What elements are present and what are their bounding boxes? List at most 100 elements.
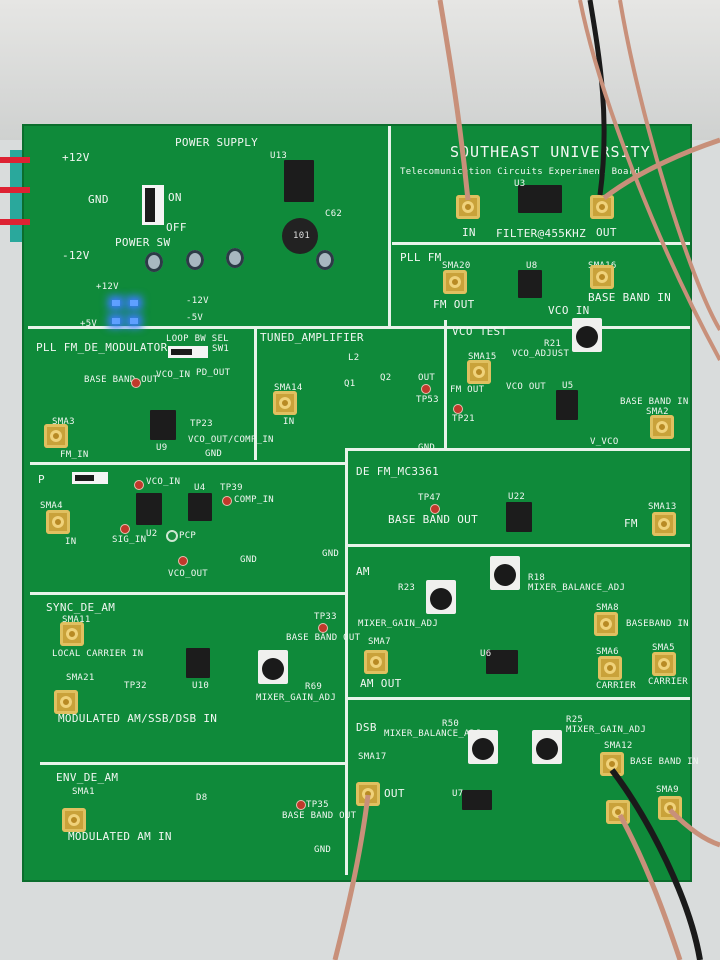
am-carrier-connector[interactable] — [598, 656, 622, 680]
divider — [348, 697, 690, 700]
fm-label: FM — [624, 517, 638, 530]
filter-out-connector[interactable] — [590, 195, 614, 219]
divider — [444, 320, 447, 450]
terminal-label: GND — [88, 193, 109, 206]
pot-label: R25 — [566, 715, 584, 725]
dsb-title: DSB — [356, 721, 377, 734]
test-point[interactable] — [120, 524, 130, 534]
test-point[interactable] — [430, 504, 440, 514]
de-fm-title: DE FM_MC3361 — [356, 465, 440, 478]
de-fm-in-connector[interactable] — [652, 512, 676, 536]
divider — [388, 126, 391, 326]
regulator-label: U13 — [270, 151, 288, 161]
cable — [618, 0, 720, 332]
vco-fm-out-connector[interactable] — [467, 360, 491, 384]
pll-demod-chip — [150, 410, 176, 440]
sync-de-am-title: SYNC_DE_AM — [46, 601, 116, 614]
sma-label: SMA1 — [72, 787, 95, 797]
vco-in-label: VCO_IN — [156, 370, 191, 380]
dsb-gain-knob[interactable] — [532, 730, 562, 764]
sma-label: SMA20 — [442, 261, 471, 271]
vco-in-label: VCO_IN — [146, 477, 181, 487]
test-point[interactable] — [178, 556, 188, 566]
modulated-in-connector[interactable] — [54, 690, 78, 714]
tp-label: TP32 — [124, 681, 147, 691]
sync-gain-knob[interactable] — [258, 650, 288, 684]
pd-out-label: PD_OUT — [196, 368, 231, 378]
loop-bw-switch[interactable] — [168, 346, 208, 358]
gain-label: MIXER_GAIN_ADJ — [566, 725, 647, 735]
test-point[interactable] — [296, 800, 306, 810]
divider — [40, 762, 345, 765]
capacitor — [316, 250, 334, 270]
switch-off-label: OFF — [166, 221, 187, 234]
cable — [587, 0, 607, 196]
vco-adjust-label: VCO_ADJUST — [512, 349, 570, 359]
inductor — [282, 218, 318, 254]
fm-in-connector[interactable] — [44, 424, 68, 448]
tp-label: TP35 — [306, 800, 329, 810]
am-out-connector[interactable] — [364, 650, 388, 674]
fm-out-label: FM OUT — [433, 298, 475, 311]
sma-label: SMA7 — [368, 637, 391, 647]
am-baseband-in-connector[interactable] — [594, 612, 618, 636]
sma-label: SMA21 — [66, 673, 95, 683]
vco-in-label: VCO IN — [548, 304, 590, 317]
cap-label: C62 — [325, 209, 343, 219]
vco-out-label: VCO_OUT — [168, 569, 209, 579]
sma-label: SMA9 — [656, 785, 679, 795]
tuned-in-connector[interactable] — [273, 391, 297, 415]
pll-demod-title: PLL FM_DE_MODULATOR — [36, 341, 168, 354]
test-point[interactable] — [318, 623, 328, 633]
cable — [578, 0, 720, 361]
capacitor — [145, 252, 163, 272]
balance-label: MIXER_BALANCE_ADJ — [528, 583, 626, 593]
cable — [602, 137, 720, 200]
test-point[interactable] — [222, 496, 232, 506]
vco-baseband-in-connector[interactable] — [650, 415, 674, 439]
test-point[interactable] — [131, 378, 141, 388]
dsb-balance-knob[interactable] — [468, 730, 498, 764]
filter-out-label: OUT — [596, 226, 617, 239]
transistor-label: Q2 — [380, 373, 392, 383]
am-mixer-chip — [486, 650, 518, 674]
test-point[interactable] — [166, 530, 178, 542]
divider — [254, 328, 257, 460]
tp-label: TP47 — [418, 493, 441, 503]
sma-label: SMA4 — [40, 501, 63, 511]
diode-label: D8 — [196, 793, 208, 803]
test-point[interactable] — [453, 404, 463, 414]
capacitor — [186, 250, 204, 270]
sync-demod-chip — [186, 648, 210, 678]
dsb-carrier-connector[interactable] — [658, 796, 682, 820]
mixer-gain-knob[interactable] — [426, 580, 456, 614]
tp-label: TP53 — [416, 395, 439, 405]
mc3361-chip — [506, 502, 532, 532]
test-point[interactable] — [134, 480, 144, 490]
transistor-label: Q1 — [344, 379, 356, 389]
vco-chip — [556, 390, 578, 420]
env-modulated-in-connector[interactable] — [62, 808, 86, 832]
test-point[interactable] — [421, 384, 431, 394]
sma-label: SMA6 — [596, 647, 619, 657]
dsb-carrier2-connector[interactable] — [606, 800, 630, 824]
pot-label: R69 — [305, 682, 323, 692]
gain-label: MIXER_GAIN_ADJ — [358, 619, 439, 629]
sma-label: SMA2 — [646, 407, 669, 417]
ic-label: U4 — [194, 483, 206, 493]
rail-label: +5V — [80, 319, 98, 329]
power-wires — [0, 157, 30, 225]
am-carrier2-connector[interactable] — [652, 652, 676, 676]
local-carrier-connector[interactable] — [60, 622, 84, 646]
fm-out-connector[interactable] — [443, 270, 467, 294]
vco-adjust-knob[interactable] — [572, 318, 602, 352]
tp-label: TP21 — [452, 414, 475, 424]
mixer-balance-knob[interactable] — [490, 556, 520, 590]
baseband-in-connector[interactable] — [590, 265, 614, 289]
pll2-in-connector[interactable] — [46, 510, 70, 534]
pll2-switch[interactable] — [72, 472, 108, 484]
pot-label: R23 — [398, 583, 416, 593]
fm-out-label: FM OUT — [450, 385, 485, 395]
power-switch[interactable] — [142, 185, 164, 225]
rail-label: -12V — [186, 296, 209, 306]
